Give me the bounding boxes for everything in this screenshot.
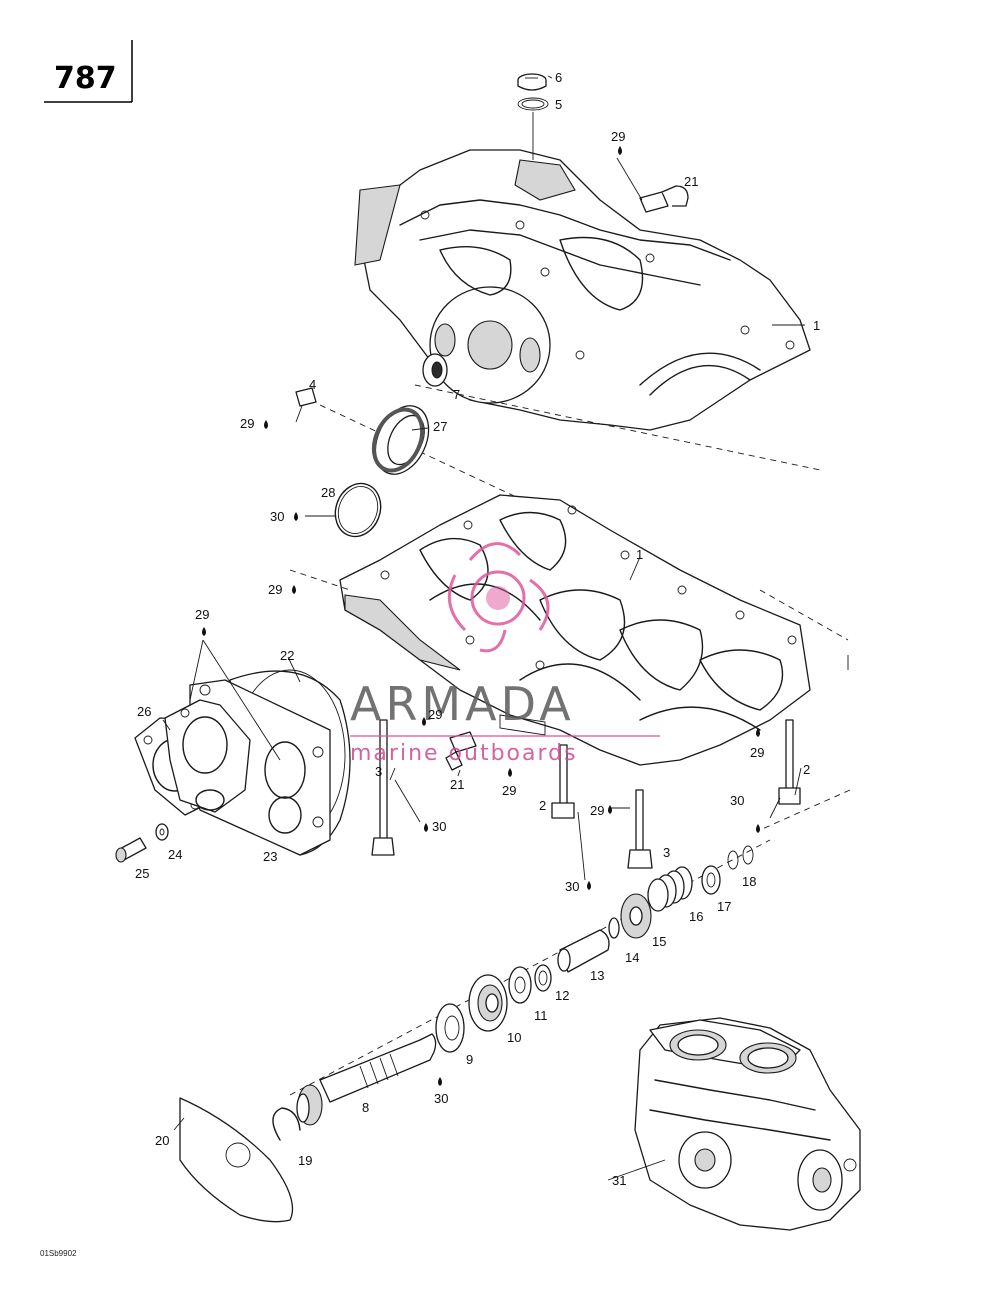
- stud-3-right: [627, 789, 653, 869]
- watermark-logo: [447, 542, 550, 653]
- callout-16: 16: [689, 909, 703, 924]
- callout-21: 21: [684, 174, 698, 189]
- callout-30: 30: [432, 819, 446, 834]
- bearing-10: [468, 974, 508, 1032]
- callout-1: 1: [636, 547, 643, 562]
- callout-3: 3: [375, 764, 382, 779]
- callout-27: 27: [433, 419, 447, 434]
- seal-7: [422, 353, 448, 387]
- elbow-fitting-21-lower: [445, 731, 477, 771]
- callout-18: 18: [742, 874, 756, 889]
- callout-6: 6: [555, 70, 562, 85]
- callout-labels: 6 5 29 21 1 7 4 29 27 28 30 1 29 29 22 2…: [135, 70, 820, 1188]
- stud-2-right: [778, 719, 801, 805]
- washer-24: [155, 823, 169, 841]
- callout-8: 8: [362, 1100, 369, 1115]
- plug-6: [517, 73, 547, 91]
- callout-30: 30: [270, 509, 284, 524]
- seal-27: [371, 405, 430, 475]
- stud-2-mid: [551, 744, 575, 819]
- plate-flange: [164, 699, 251, 813]
- callout-29: 29: [502, 783, 516, 798]
- spring-16: [647, 866, 693, 912]
- callout-26: 26: [137, 704, 151, 719]
- callout-5: 5: [555, 97, 562, 112]
- watermark: ARMADA marine outboards: [350, 542, 660, 766]
- elbow-fitting-21-upper: [616, 157, 689, 213]
- engine-block-31: [634, 1017, 861, 1231]
- callout-13: 13: [590, 968, 604, 983]
- callout-3: 3: [663, 845, 670, 860]
- callout-30: 30: [730, 793, 744, 808]
- retaining-ring-18: [727, 845, 754, 870]
- callout-10: 10: [507, 1030, 521, 1045]
- watermark-title: ARMADA: [350, 677, 575, 731]
- reference-code: 01Sb9902: [40, 1249, 77, 1258]
- callout-2: 2: [539, 798, 546, 813]
- callout-28: 28: [321, 485, 335, 500]
- plate-20: [179, 1097, 294, 1223]
- callout-29: 29: [611, 129, 625, 144]
- page-number: 787: [54, 61, 117, 96]
- callout-25: 25: [135, 866, 149, 881]
- sleeve-4: [295, 387, 317, 407]
- washer-14: [608, 917, 620, 939]
- callout-29: 29: [240, 416, 254, 431]
- callout-12: 12: [555, 988, 569, 1003]
- callout-29: 29: [268, 582, 282, 597]
- callout-17: 17: [717, 899, 731, 914]
- callout-29: 29: [590, 803, 604, 818]
- screw-25: [115, 837, 147, 863]
- callout-31: 31: [612, 1173, 626, 1188]
- callout-15: 15: [652, 934, 666, 949]
- callout-21: 21: [450, 777, 464, 792]
- callout-2: 2: [803, 762, 810, 777]
- sleeve-13: [557, 929, 610, 973]
- washer-11: [508, 966, 532, 1004]
- watermark-subtitle: marine outboards: [350, 741, 578, 766]
- callout-19: 19: [298, 1153, 312, 1168]
- o-ring-5: [517, 97, 549, 111]
- lower-crankcase: [339, 494, 811, 766]
- washer-17: [701, 865, 721, 895]
- callout-23: 23: [263, 849, 277, 864]
- callout-20: 20: [155, 1133, 169, 1148]
- callout-30: 30: [434, 1091, 448, 1106]
- callout-29: 29: [750, 745, 764, 760]
- callout-14: 14: [625, 950, 639, 965]
- lubricant-drops: [202, 146, 760, 1086]
- gear-15: [620, 893, 652, 939]
- callout-30: 30: [565, 879, 579, 894]
- seal-9: [435, 1003, 465, 1053]
- callout-9: 9: [466, 1052, 473, 1067]
- callout-24: 24: [168, 847, 182, 862]
- callout-7: 7: [453, 387, 460, 402]
- o-ring-28: [334, 482, 382, 538]
- callout-29: 29: [195, 607, 209, 622]
- retaining-ring-19: [272, 1107, 301, 1141]
- callout-29: 29: [428, 707, 442, 722]
- callout-1: 1: [813, 318, 820, 333]
- leader-lines: [162, 75, 805, 1181]
- shaft-8: [296, 1033, 437, 1126]
- page-number-box: 787: [44, 40, 133, 103]
- callout-11: 11: [534, 1008, 548, 1023]
- callout-4: 4: [309, 377, 316, 392]
- callout-22: 22: [280, 648, 294, 663]
- stud-3-left: [371, 719, 395, 856]
- upper-crankcase: [354, 149, 811, 431]
- ring-12: [534, 964, 552, 992]
